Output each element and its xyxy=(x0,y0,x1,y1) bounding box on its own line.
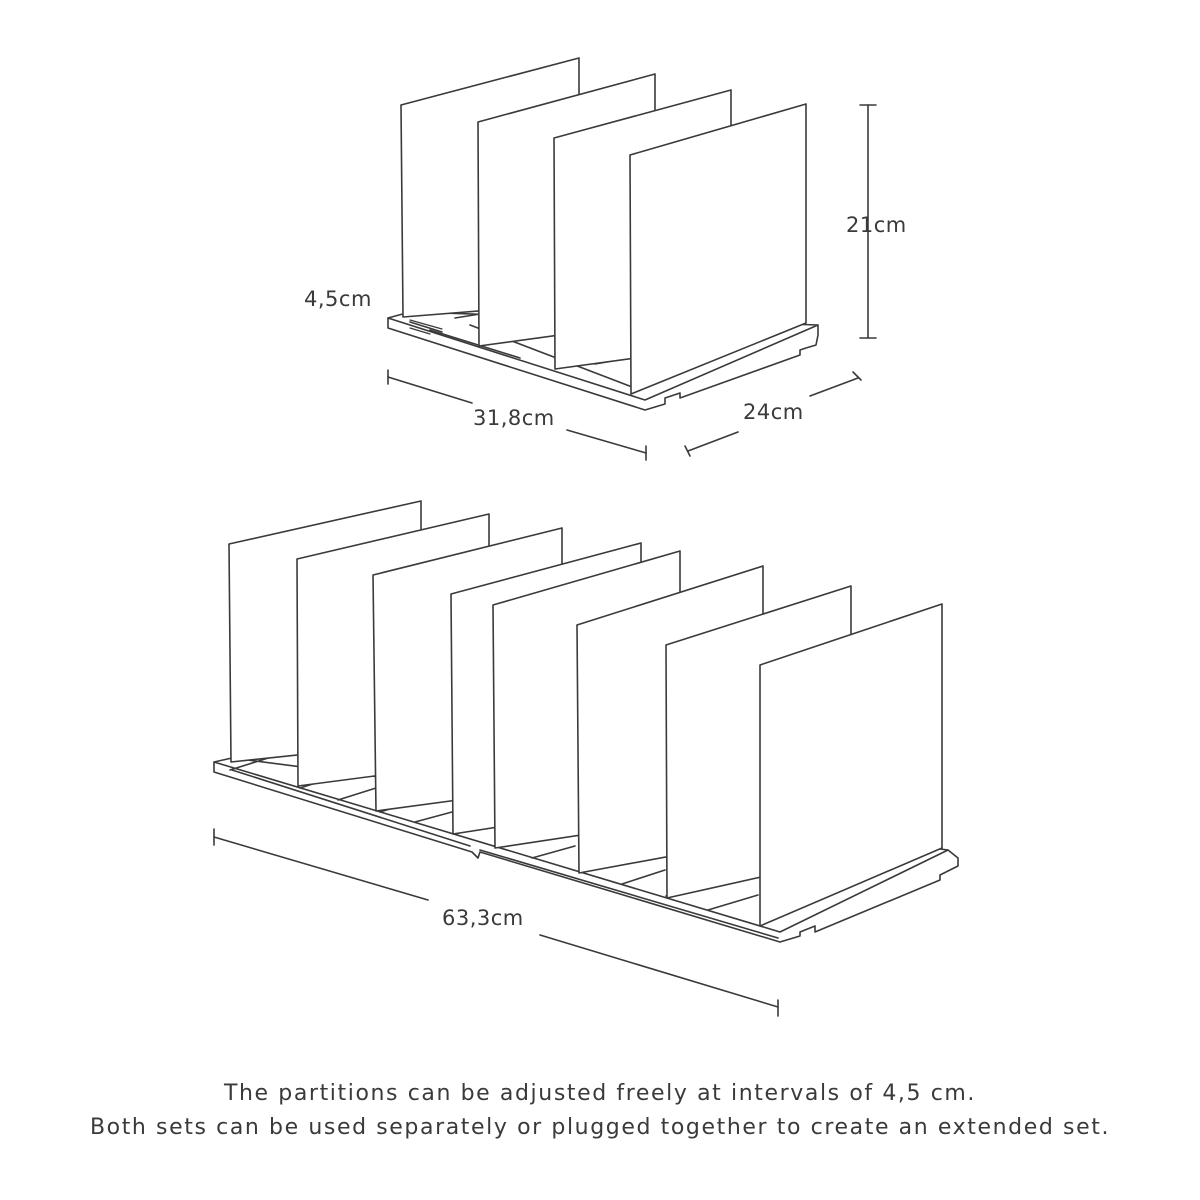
large-length-label: 63,3cm xyxy=(442,906,524,930)
small-width-label: 24cm xyxy=(743,400,804,424)
caption-line-2: Both sets can be used separately or plug… xyxy=(89,1115,1111,1140)
small-rack xyxy=(387,57,819,411)
large-partition-8 xyxy=(759,603,943,927)
large-rack xyxy=(213,500,959,943)
small-partition-4 xyxy=(629,103,807,395)
caption-line-1: The partitions can be adjusted freely at… xyxy=(223,1081,977,1106)
large-dimension-lines xyxy=(213,828,779,1017)
small-length-label: 31,8cm xyxy=(473,406,555,430)
small-height-label: 21cm xyxy=(846,213,907,237)
small-dimension-lines xyxy=(387,104,877,461)
small-depth-label: 4,5cm xyxy=(304,287,372,311)
